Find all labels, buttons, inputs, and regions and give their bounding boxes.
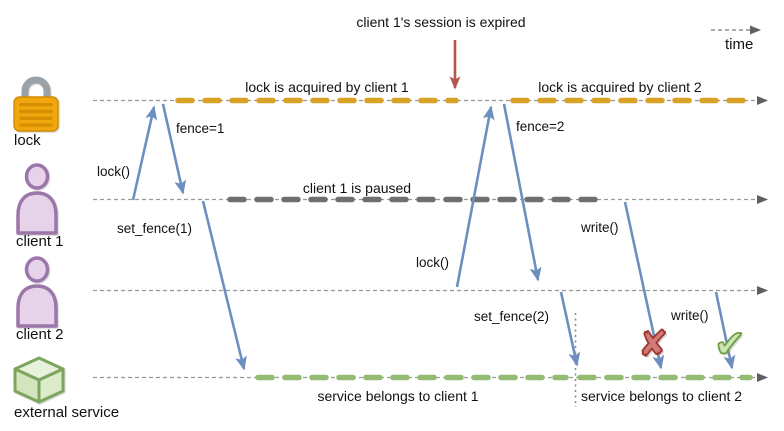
message-label-write2: write() bbox=[671, 308, 709, 323]
lane-label-external-service: external service bbox=[14, 404, 120, 421]
message-label-write1: write() bbox=[581, 220, 619, 235]
client1-person-icon bbox=[16, 163, 58, 235]
arrow-set-fence1 bbox=[201, 200, 247, 371]
arrow-lock2 bbox=[455, 105, 495, 288]
message-label-fence2: fence=2 bbox=[516, 119, 565, 134]
lane-label-client2: client 2 bbox=[16, 326, 64, 343]
segment-label-lock-client1: lock is acquired by client 1 bbox=[245, 79, 409, 95]
time-axis-label: time bbox=[725, 36, 754, 53]
padlock-icon bbox=[13, 76, 59, 132]
lane-label-lock: lock bbox=[14, 132, 41, 149]
lane-label-client1: client 1 bbox=[16, 233, 64, 250]
external-service-cube-icon bbox=[13, 356, 65, 404]
segment-label-service-client2: service belongs to client 2 bbox=[581, 388, 743, 404]
arrow-set-fence2 bbox=[559, 291, 581, 367]
message-label-lock1: lock() bbox=[97, 164, 130, 179]
message-label-set-fence2: set_fence(2) bbox=[474, 309, 550, 324]
arrow-fence1 bbox=[161, 103, 187, 195]
segment-label-paused: client 1 is paused bbox=[302, 180, 412, 196]
arrow-lock1 bbox=[131, 105, 158, 201]
write-rejected-x-mark: ✘ bbox=[637, 323, 669, 364]
client2-person-icon bbox=[16, 256, 58, 328]
message-label-fence1: fence=1 bbox=[176, 121, 225, 136]
write-accepted-check-mark: ✔ bbox=[713, 324, 747, 366]
message-label-lock2: lock() bbox=[416, 255, 449, 270]
session-expired-label: client 1's session is expired bbox=[356, 14, 526, 30]
segment-label-service-client1: service belongs to client 1 bbox=[317, 388, 479, 404]
segment-label-lock-client2: lock is acquired by client 2 bbox=[538, 79, 702, 95]
message-label-set-fence1: set_fence(1) bbox=[117, 221, 193, 236]
